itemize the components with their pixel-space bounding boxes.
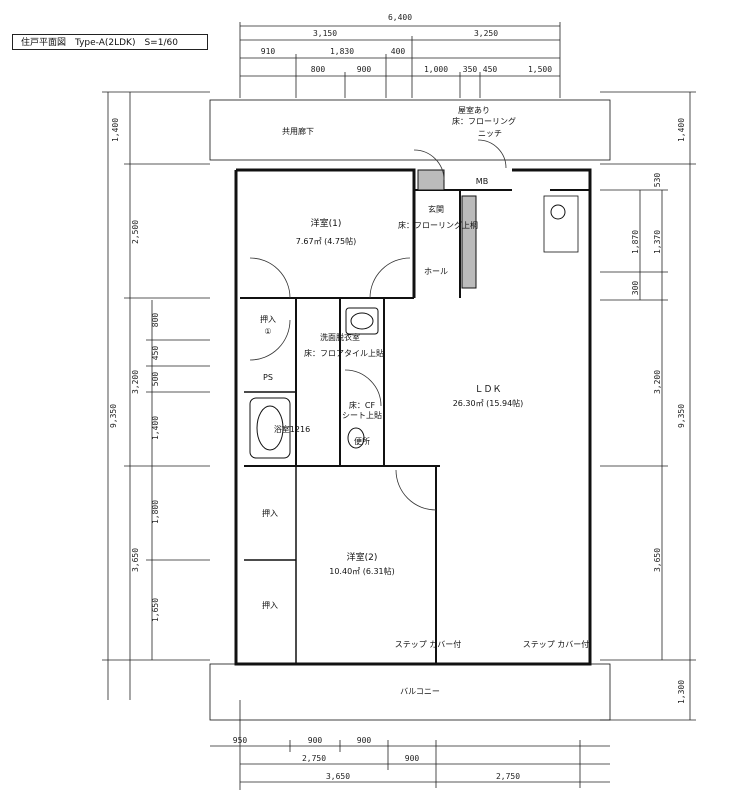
- room1-label: 洋室(1): [311, 217, 342, 229]
- dim-top-row2: 910: [261, 47, 276, 56]
- niche-label: 屋室あり: [458, 105, 490, 115]
- step-label-2: ステップ カバー付: [523, 639, 590, 649]
- dim-top-row3: 450: [483, 65, 498, 74]
- dim-left-outer: 2,500: [131, 220, 140, 244]
- closet1-label: 押入: [260, 314, 276, 324]
- dim-right-outer: 1,400: [677, 118, 686, 142]
- dim-bottom-row1: 950: [233, 736, 248, 745]
- dim-top-right: 3,250: [474, 29, 498, 38]
- dim-top-row3: 800: [311, 65, 326, 74]
- room2-label: 洋室(2): [347, 551, 378, 563]
- dim-right-inner: 530: [653, 173, 662, 188]
- dim-top-row3: 1,000: [424, 65, 448, 74]
- washroom-floor-label: 床：フロアタイル上貼: [304, 348, 384, 358]
- dim-left-inner: 1,650: [151, 598, 160, 622]
- entrance-floor-label: 床：フローリング上桐: [398, 220, 478, 230]
- dim-top-row2: 400: [391, 47, 406, 56]
- shoe-label: ニッチ: [478, 129, 502, 138]
- washroom-label: 洗面脱衣室: [320, 332, 360, 342]
- bath-label: 浴室1216: [274, 424, 310, 434]
- toilet-label: 便所: [354, 436, 370, 446]
- dim-bottom-row1: 900: [308, 736, 323, 745]
- ldk-area: 26.30㎡ (15.94帖): [453, 398, 524, 408]
- hall-label: ホール: [424, 267, 448, 276]
- dim-left-outer: 1,400: [111, 118, 120, 142]
- ldk-label: ＬＤＫ: [474, 385, 501, 395]
- dim-left-total: 9,350: [109, 404, 118, 428]
- corridor-label: 共用廊下: [282, 126, 314, 136]
- dim-right-outer: 9,350: [677, 404, 686, 428]
- toilet-floor-label: 床：CF: [349, 400, 376, 410]
- entrance-label: 玄関: [428, 204, 444, 214]
- dim-left-inner: 1,800: [151, 500, 160, 524]
- closet2-label: 押入: [262, 508, 278, 518]
- closet3-label: 押入: [262, 600, 278, 610]
- dim-right-inner: 3,200: [653, 370, 662, 394]
- dim-right-inner: 3,650: [653, 548, 662, 572]
- dim-top-total: 6,400: [388, 13, 412, 22]
- dim-right-inner: 300: [631, 281, 640, 296]
- dim-top-left: 3,150: [313, 29, 337, 38]
- plan-title: 住戸平面図 Type-A(2LDK) S=1/60: [12, 34, 208, 50]
- dim-left-inner: 450: [151, 346, 160, 361]
- dim-left-inner: 500: [151, 372, 160, 387]
- ps-label: PS: [263, 373, 273, 382]
- dim-bottom-row3: 2,750: [496, 772, 520, 781]
- niche-floor-label: 床：フローリング: [452, 116, 516, 126]
- meter-label: MB: [476, 177, 488, 186]
- dim-left-outer: 3,200: [131, 370, 140, 394]
- dim-top-row3: 350: [463, 65, 478, 74]
- dim-right-outer: 1,300: [677, 680, 686, 704]
- dim-top-row3: 1,500: [528, 65, 552, 74]
- dim-right-inner: 1,870: [631, 230, 640, 254]
- dim-bottom-row2: 2,750: [302, 754, 326, 763]
- dim-bottom-row2: 900: [405, 754, 420, 763]
- dim-bottom-row3: 3,650: [326, 772, 350, 781]
- toilet-floor2-label: シート上貼: [342, 410, 382, 420]
- room2-area: 10.40㎡ (6.31帖): [329, 566, 395, 576]
- room1-area: 7.67㎡ (4.75帖): [296, 236, 356, 246]
- dim-top-row2: 1,830: [330, 47, 354, 56]
- dim-left-inner: 1,400: [151, 416, 160, 440]
- balcony-label: バルコニー: [400, 687, 440, 696]
- dim-right-inner: 1,370: [653, 230, 662, 254]
- dim-bottom-row1: 900: [357, 736, 372, 745]
- closet1-mark: ①: [264, 327, 271, 336]
- dim-top-row3: 900: [357, 65, 372, 74]
- step-label-1: ステップ カバー付: [395, 639, 462, 649]
- dim-left-outer: 3,650: [131, 548, 140, 572]
- dim-left-inner: 800: [151, 313, 160, 328]
